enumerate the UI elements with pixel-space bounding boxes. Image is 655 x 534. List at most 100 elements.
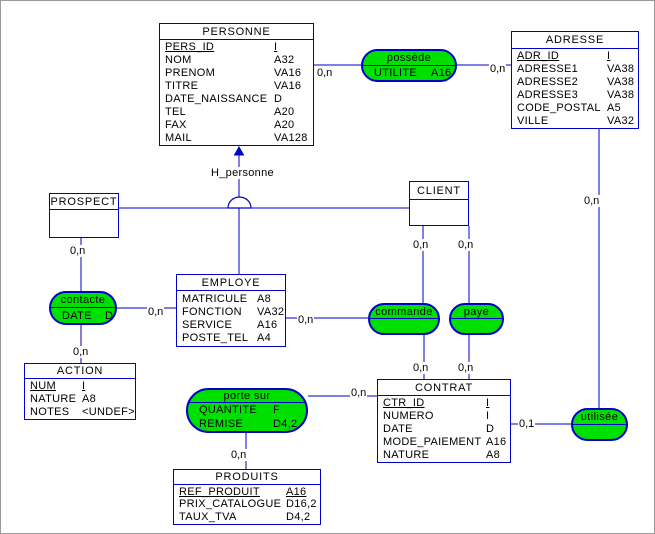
relation-utilisee[interactable]: utilisée bbox=[571, 408, 628, 441]
relation-attributes: UTILITE A16 bbox=[363, 65, 455, 80]
attribute-type: A16 bbox=[431, 67, 452, 79]
attribute-type: D bbox=[274, 92, 283, 105]
attribute-type: VA38 bbox=[607, 63, 635, 76]
attribute-row: CODE_POSTAL A5 bbox=[512, 101, 638, 114]
attribute-row: CTR_ID I bbox=[378, 397, 510, 410]
attribute-row: DATE_NAISSANCE D bbox=[160, 93, 313, 106]
relation-attributes bbox=[451, 318, 502, 333]
relation-paye[interactable]: paye bbox=[449, 303, 504, 335]
attribute-name: NOTES bbox=[30, 405, 70, 418]
relation-title: commande bbox=[375, 305, 433, 318]
attribute-type: I bbox=[82, 380, 86, 393]
attribute-row: TEL A20 bbox=[160, 105, 313, 118]
attribute-type: <UNDEF> bbox=[82, 405, 135, 418]
inheritance-label: H_personne bbox=[211, 167, 274, 179]
cardinality-label: 0,n bbox=[457, 239, 475, 251]
attribute-name: TEL bbox=[165, 105, 187, 118]
attribute-row: TAUX_TVA D4,2 bbox=[174, 511, 320, 523]
entity-prospect[interactable]: PROSPECT bbox=[49, 193, 119, 238]
attribute-type: I bbox=[486, 397, 490, 410]
entity-title: CONTRAT bbox=[378, 380, 510, 396]
attribute-name: SERVICE bbox=[182, 319, 233, 332]
attribute-row: NOTES <UNDEF> bbox=[25, 405, 135, 418]
attribute-row: FONCTION VA32 bbox=[177, 305, 285, 318]
attribute-name: TITRE bbox=[165, 80, 199, 93]
attribute-type: VA16 bbox=[274, 80, 302, 93]
attribute-name: NUMERO bbox=[383, 410, 434, 423]
cardinality-label: 0,n bbox=[412, 362, 430, 374]
attribute-name: PRENOM bbox=[165, 67, 216, 80]
attribute-type: I bbox=[607, 50, 611, 63]
attribute-name: FONCTION bbox=[182, 305, 242, 318]
entity-title: CLIENT bbox=[410, 182, 468, 200]
attribute-name: MAIL bbox=[165, 131, 192, 144]
attribute-row: NUMERO I bbox=[378, 410, 510, 423]
attribute-type: VA16 bbox=[274, 67, 302, 80]
entity-client[interactable]: CLIENT bbox=[409, 181, 469, 226]
attribute-type: A32 bbox=[274, 54, 295, 67]
attribute-name: UTILITE bbox=[374, 67, 418, 79]
attribute-type: I bbox=[486, 410, 490, 423]
attribute-name: ADRESSE3 bbox=[517, 88, 579, 101]
attribute-type: D bbox=[486, 422, 495, 435]
attribute-name: DATE_NAISSANCE bbox=[165, 92, 268, 105]
attribute-name: QUANTITE bbox=[199, 404, 258, 416]
entity-title: ADRESSE bbox=[512, 32, 638, 49]
attribute-type: A20 bbox=[274, 105, 295, 118]
attribute-name: TAUX_TVA bbox=[179, 510, 237, 523]
attribute-name: CODE_POSTAL bbox=[517, 101, 601, 114]
entity-title: PRODUITS bbox=[174, 470, 320, 485]
attribute-type: F bbox=[273, 404, 281, 416]
attribute-name: MATRICULE bbox=[182, 292, 248, 305]
attribute-name: DATE bbox=[383, 422, 413, 435]
inheritance-halfcircle-icon bbox=[227, 196, 252, 209]
cardinality-label: 0,n bbox=[147, 306, 165, 318]
attribute-name: REMISE bbox=[199, 418, 243, 430]
attribute-name: NUM bbox=[30, 380, 56, 393]
entity-attributes bbox=[410, 200, 468, 225]
cardinality-label: 0,n bbox=[412, 239, 430, 251]
attribute-name: ADR_ID bbox=[517, 50, 560, 63]
attribute-type: VA32 bbox=[257, 305, 285, 318]
attribute-type: VA128 bbox=[274, 131, 308, 144]
attribute-row: TITRE VA16 bbox=[160, 80, 313, 93]
attribute-name: MODE_PAIEMENT bbox=[383, 435, 482, 448]
attribute-type: A8 bbox=[486, 448, 501, 461]
attribute-row: NUM I bbox=[25, 380, 135, 393]
attribute-name: CTR_ID bbox=[383, 397, 425, 410]
attribute-name: PRIX_CATALOGUE bbox=[179, 498, 282, 511]
relation-commande[interactable]: commande bbox=[368, 303, 440, 335]
attribute-type: A5 bbox=[607, 101, 622, 114]
entity-title: EMPLOYE bbox=[177, 275, 285, 291]
cardinality-label: 0,n bbox=[297, 314, 315, 326]
attribute-name: PERS_ID bbox=[165, 41, 215, 54]
relation-title: utilisée bbox=[580, 411, 619, 423]
attribute-type: D4,2 bbox=[286, 510, 311, 523]
entity-title: ACTION bbox=[25, 364, 135, 379]
cardinality-label: 0,n bbox=[69, 245, 87, 257]
attribute-type: A4 bbox=[257, 332, 272, 345]
relation-title: contacte bbox=[60, 294, 106, 306]
attribute-type: D4,2 bbox=[273, 418, 298, 430]
